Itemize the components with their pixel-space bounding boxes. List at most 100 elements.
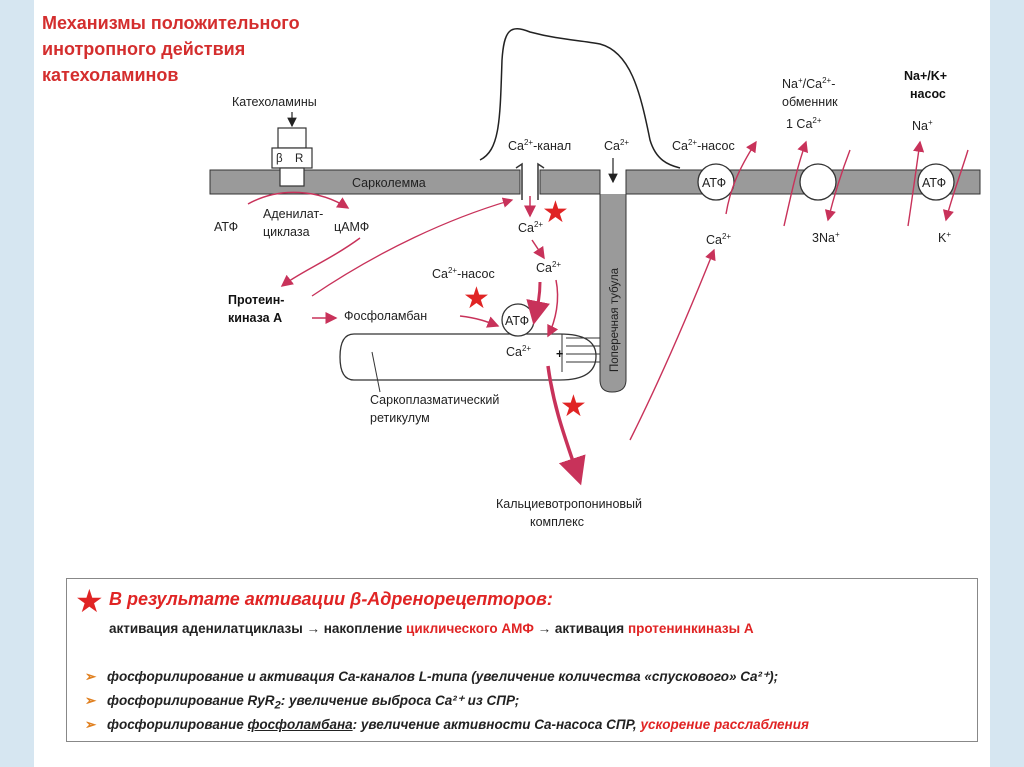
inotropic-diagram: Сарколемма Поперечная тубула β R Катехол… bbox=[209, 28, 981, 529]
camp-to-pka-arrow bbox=[280, 237, 361, 287]
atp-to-camp-arrow bbox=[247, 191, 350, 209]
ncx-na-in: 3Na bbox=[812, 231, 835, 245]
bullet-2-text-b: : увеличение выброса Ca²⁺ из СПР; bbox=[280, 693, 520, 708]
cascade-camp: циклического АМФ bbox=[406, 621, 534, 636]
summary-star-icon: ★ bbox=[75, 583, 104, 619]
star-ryr: ★ bbox=[560, 389, 587, 424]
sarcolemma-membrane-left bbox=[209, 169, 521, 195]
svg-text:Ca2+: Ca2+ bbox=[518, 220, 543, 235]
sr-pump-ca-sup: 2+ bbox=[448, 266, 457, 275]
bullet-3-text-b: : увеличение активности Ca-насоса СПР, bbox=[352, 717, 641, 732]
beta-receptor-top bbox=[277, 127, 307, 149]
cascade-part-a: активация аденилатциклазы → накопление bbox=[109, 621, 407, 636]
sarcolemma-membrane-right bbox=[539, 169, 601, 195]
troponin-label-2: комплекс bbox=[530, 515, 584, 529]
tubule-ca: Ca bbox=[604, 139, 620, 153]
bullet-phospholamban: ➢ фосфорилирование фосфоламбана: увеличен… bbox=[85, 713, 809, 737]
receptor-beta: β bbox=[276, 153, 283, 165]
sarcoplasmic-reticulum bbox=[339, 333, 597, 381]
ncx-ca-out-sup: 2+ bbox=[812, 116, 821, 125]
ca-efflux-arrow bbox=[629, 248, 716, 441]
svg-text:3Na+: 3Na+ bbox=[812, 230, 840, 245]
nak-k-arrow bbox=[942, 149, 969, 222]
svg-text:Ca2+-насос: Ca2+-насос bbox=[672, 138, 735, 153]
ca-uptake-arrow bbox=[526, 281, 550, 325]
nak-na-out-sup: + bbox=[928, 118, 933, 127]
ncx-label-c: обменник bbox=[782, 95, 838, 109]
ncx-na-in-sup: + bbox=[835, 230, 840, 239]
sr-label-2: ретикулум bbox=[370, 411, 430, 425]
cascade-pka: протенинкиназы А bbox=[627, 621, 754, 636]
bullet-3-text-a: фосфорилирование bbox=[107, 717, 248, 732]
pmca-arrow bbox=[725, 140, 757, 215]
svg-text:Na+: Na+ bbox=[912, 118, 933, 133]
svg-text:Ca2+: Ca2+ bbox=[604, 138, 629, 153]
ncx-na-sup: + bbox=[798, 76, 803, 85]
bullet-1-text: фосфорилирование и активация Ca-каналов … bbox=[107, 669, 779, 684]
bullet-2-sub: 2 bbox=[274, 699, 281, 712]
ca-release-arrow-thin bbox=[547, 279, 559, 338]
bullet-2-text-a: фосфорилирование RyR bbox=[107, 693, 275, 708]
ca-channel-ca: Ca bbox=[508, 139, 524, 153]
left-side-panel bbox=[0, 0, 34, 767]
title-line-3: катехоламинов bbox=[42, 65, 179, 85]
ca-to-cicr-arrow bbox=[531, 239, 545, 260]
bullet-3-underlined: фосфоламбана bbox=[247, 717, 353, 732]
ncx-label-b: - bbox=[831, 77, 835, 91]
camp-label: цАМФ bbox=[334, 220, 369, 234]
title-line-1: Механизмы положительного bbox=[42, 13, 300, 33]
star-ca-channel: ★ bbox=[542, 195, 569, 230]
ca-inside: Ca bbox=[518, 221, 534, 235]
pmca-atp-label: АТФ bbox=[702, 176, 726, 190]
slide-title: Механизмы положительного инотропного дей… bbox=[42, 10, 382, 88]
bullet-marker-icon: ➢ bbox=[85, 669, 97, 684]
pmca-label: -насос bbox=[697, 139, 735, 153]
nak-na-arrow bbox=[907, 140, 925, 227]
ca-channel-label: -канал bbox=[533, 139, 571, 153]
nak-pump bbox=[917, 163, 955, 201]
ryr-junction bbox=[561, 334, 600, 372]
ncx-na: Na bbox=[782, 77, 798, 91]
svg-text:Na+/Ca2+-: Na+/Ca2+- bbox=[782, 76, 835, 91]
sr-pump-atp-label: АТФ bbox=[505, 314, 529, 328]
t-tubule-label: Поперечная тубула bbox=[609, 267, 621, 372]
bullet-marker-icon: ➢ bbox=[85, 717, 97, 732]
svg-text:Ca2+: Ca2+ bbox=[536, 260, 561, 275]
action-potential-curve bbox=[479, 28, 681, 169]
t-tubule bbox=[599, 194, 627, 393]
nak-label-2: насос bbox=[910, 87, 946, 101]
tubule-ca-sup: 2+ bbox=[620, 138, 629, 147]
svg-text:Ca2+-канал: Ca2+-канал bbox=[508, 138, 571, 153]
summary-cascade-line: активация аденилатциклазы → накопление ц… bbox=[109, 621, 754, 636]
summary-bullets: ➢ фосфорилирование и активация Ca-каналов… bbox=[85, 665, 809, 737]
beta-receptor-base bbox=[279, 167, 305, 187]
pka-label-1: Протеин- bbox=[228, 293, 284, 307]
svg-text:Ca2+-насос: Ca2+-насос bbox=[432, 266, 495, 281]
ncx-na-arrow bbox=[824, 149, 851, 222]
bullet-ryr: ➢фосфорилирование RyR2: увеличение выбро… bbox=[85, 689, 809, 713]
nak-k-in: K bbox=[938, 231, 947, 245]
ca-to-troponin-arrow bbox=[546, 365, 586, 486]
svg-text:Ca2+: Ca2+ bbox=[706, 232, 731, 247]
title-line-2: инотропного действия bbox=[42, 39, 246, 59]
troponin-label-1: Кальциевотропониновый bbox=[496, 497, 642, 511]
ncx-label-a: /Ca bbox=[803, 77, 823, 91]
pmca-ca: Ca bbox=[672, 139, 688, 153]
nak-k-in-sup: + bbox=[946, 230, 951, 239]
sr-label-1: Саркоплазматический bbox=[370, 393, 499, 407]
atp-label-left: АТФ bbox=[214, 220, 238, 234]
ncx-ca-sup: 2+ bbox=[822, 76, 831, 85]
star-phospholamban: ★ bbox=[463, 281, 490, 316]
sr-pump-ca: Ca bbox=[432, 267, 448, 281]
pka-label-2: киназа А bbox=[228, 311, 282, 325]
phospholamban-label: Фосфоламбан bbox=[344, 309, 427, 323]
sr-ca-sup: 2+ bbox=[522, 344, 531, 353]
nak-atp-label: АТФ bbox=[922, 176, 946, 190]
svg-text:K+: K+ bbox=[938, 230, 951, 245]
ca-channel bbox=[515, 162, 545, 200]
svg-text:Ca2+: Ca2+ bbox=[506, 344, 531, 359]
bullet-ca-channels: ➢ фосфорилирование и активация Ca-каналов… bbox=[85, 665, 809, 689]
sr-pump-label: -насос bbox=[457, 267, 495, 281]
ncx-ca-out: 1 Ca bbox=[786, 117, 812, 131]
receptor-r: R bbox=[295, 153, 303, 165]
